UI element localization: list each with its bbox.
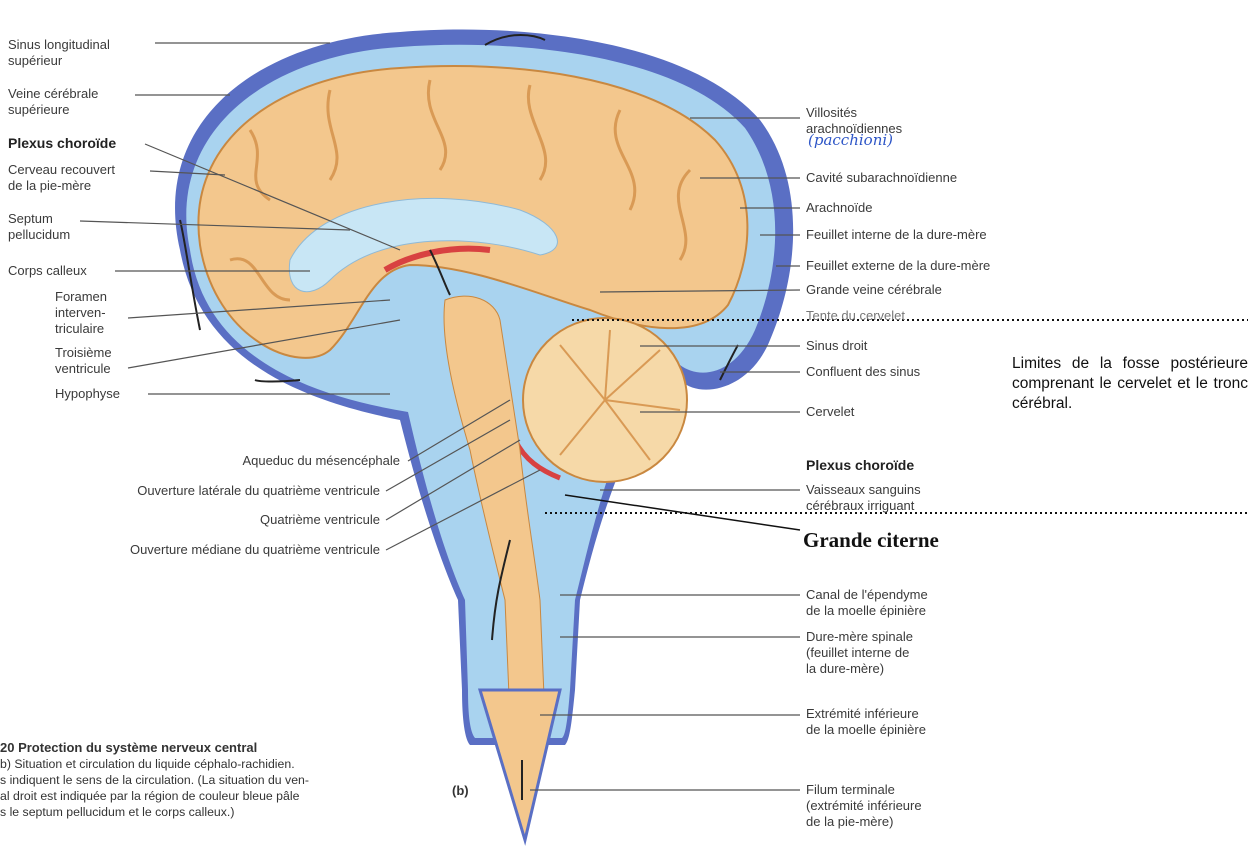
label-plexus-choroide-bottom: Plexus choroïde [806, 457, 914, 473]
label-grande-veine: Grande veine cérébrale [806, 282, 942, 298]
grande-citerne-label: Grande citerne [803, 528, 939, 553]
label-septum: Septum pellucidum [8, 211, 70, 243]
caption-line: b) Situation et circulation du liquide c… [0, 756, 440, 772]
caption-title: 20 Protection du système nerveux central [0, 740, 440, 756]
label-ouverture-mediane: Ouverture médiane du quatrième ventricul… [0, 542, 380, 558]
label-veine-cerebrale: Veine cérébrale supérieure [8, 86, 98, 118]
posterior-fossa-note: Limites de la fosse postérieure comprena… [1012, 354, 1248, 414]
label-feuillet-externe: Feuillet externe de la dure-mère [806, 258, 990, 274]
figure-caption: 20 Protection du système nerveux central… [0, 740, 440, 820]
label-sinus-longitudinal: Sinus longitudinal supérieur [8, 37, 110, 69]
label-corps-calleux: Corps calleux [8, 263, 87, 279]
label-aqueduc: Aqueduc du mésencéphale [100, 453, 400, 469]
label-filum: Filum terminale (extrémité inférieure de… [806, 782, 922, 830]
handwritten-pacchioni: (pacchioni) [808, 131, 893, 149]
label-cervelet: Cervelet [806, 404, 854, 420]
label-arachnoide: Arachnoïde [806, 200, 873, 216]
label-foramen: Foramen interven- triculaire [55, 289, 107, 337]
filum-cone [480, 690, 560, 840]
label-vaisseaux: Vaisseaux sanguins cérébraux irriguant [806, 482, 921, 514]
label-cerveau: Cerveau recouvert de la pie-mère [8, 162, 115, 194]
figure-label: (b) [452, 783, 469, 798]
label-cavite: Cavité subarachnoïdienne [806, 170, 957, 186]
label-canal: Canal de l'épendyme de la moelle épinièr… [806, 587, 928, 619]
label-confluent: Confluent des sinus [806, 364, 920, 380]
caption-line: s indiquent le sens de la circulation. (… [0, 772, 440, 788]
label-ouverture-laterale: Ouverture latérale du quatrième ventricu… [0, 483, 380, 499]
label-feuillet-interne: Feuillet interne de la dure-mère [806, 227, 987, 243]
label-hypophyse: Hypophyse [55, 386, 120, 402]
label-quatrieme: Quatrième ventricule [100, 512, 380, 528]
caption-line: al droit est indiquée par la région de c… [0, 788, 440, 804]
label-dure-mere-spinale: Dure-mère spinale (feuillet interne de l… [806, 629, 913, 677]
label-extremite: Extrémité inférieure de la moelle épiniè… [806, 706, 926, 738]
label-plexus-choroide-top: Plexus choroïde [8, 135, 116, 151]
label-tente: Tente du cervelet [806, 308, 905, 324]
caption-line: s le septum pellucidum et le corps calle… [0, 804, 440, 820]
label-sinus-droit: Sinus droit [806, 338, 867, 354]
label-troisieme: Troisième ventricule [55, 345, 112, 377]
